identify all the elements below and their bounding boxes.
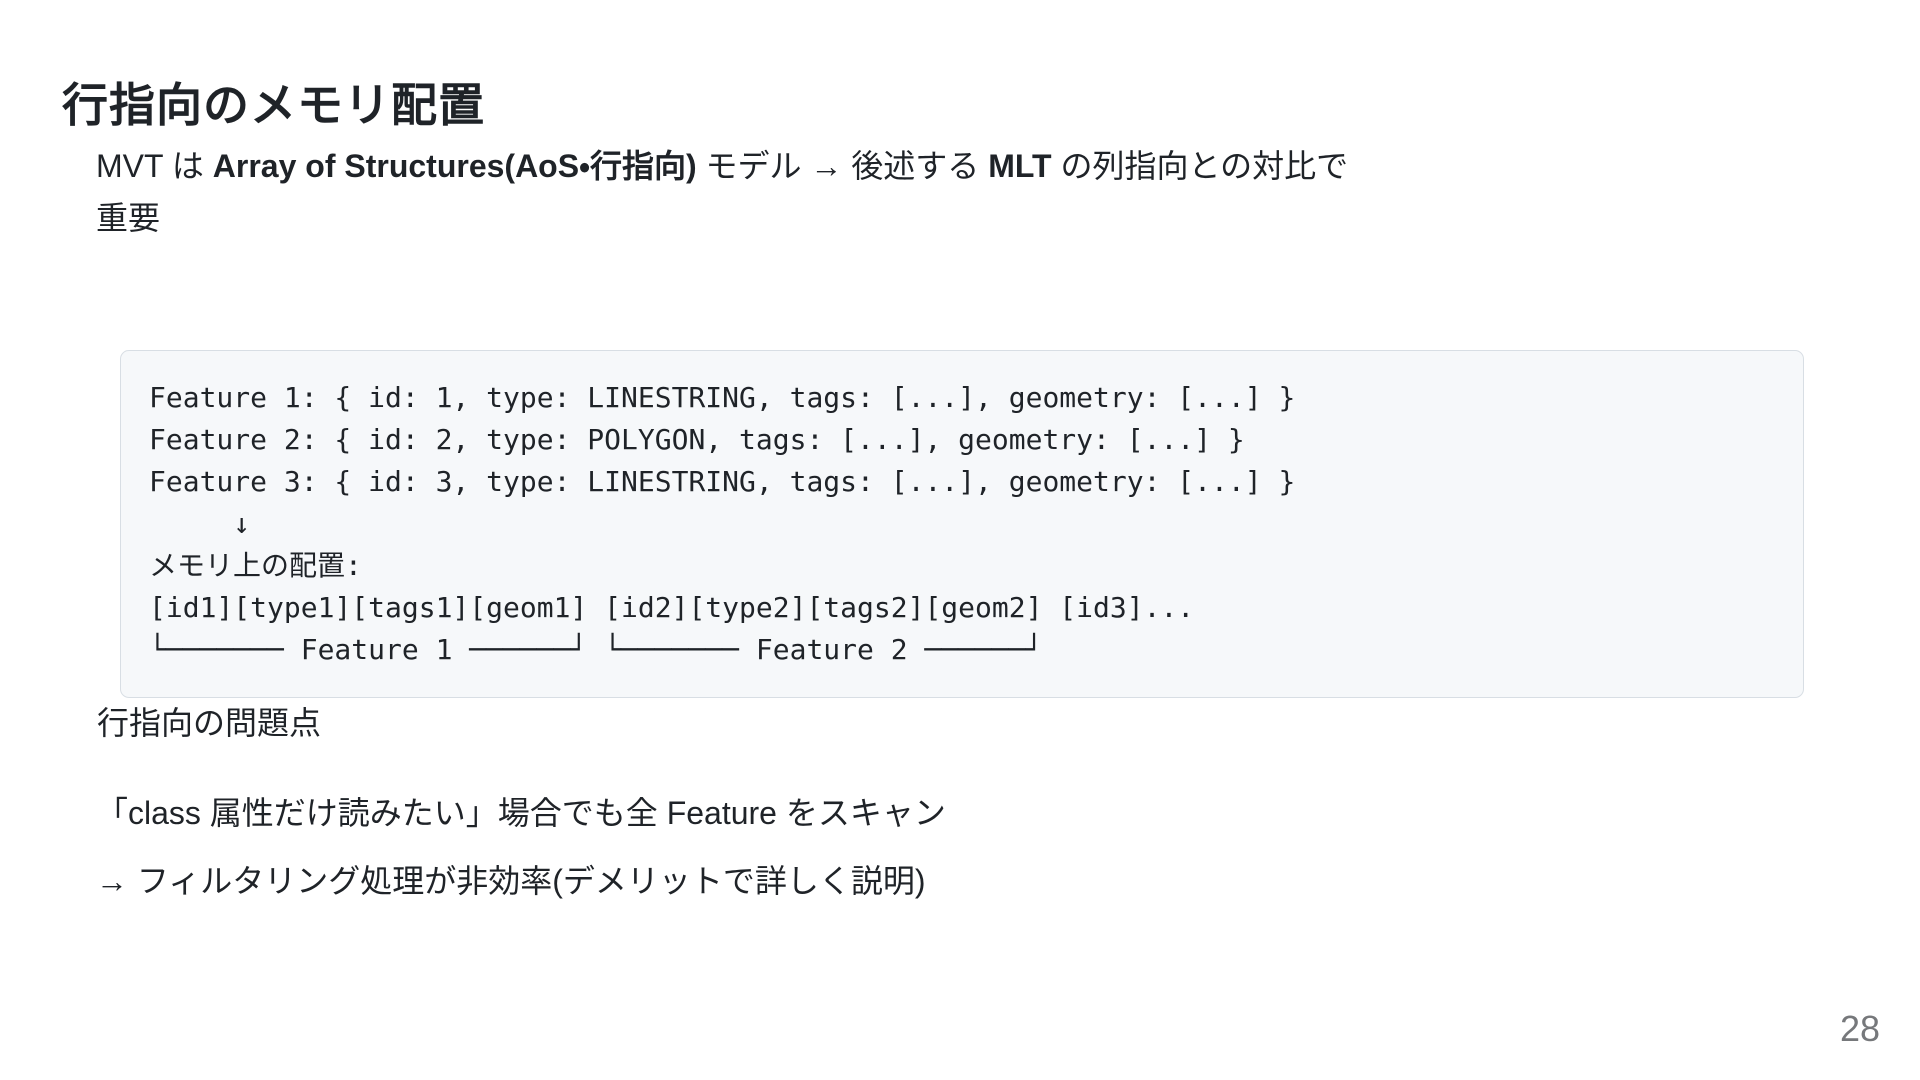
- code-line: メモリ上の配置:: [149, 549, 362, 582]
- intro-seg-bold-mlt: MLT: [988, 148, 1052, 184]
- code-block: Feature 1: { id: 1, type: LINESTRING, ta…: [120, 350, 1804, 698]
- intro-line-1: MVT は Array of Structures(AoS・行指向) モデル →…: [96, 140, 1348, 192]
- page-title: 行指向のメモリ配置: [62, 78, 485, 131]
- intro-seg-bold-aos: Array of Structures(AoS・行指向): [212, 148, 697, 184]
- intro-seg-mid: モデル → 後述する: [696, 148, 989, 184]
- intro-seg-pre: MVT は: [96, 148, 213, 184]
- problem-heading: 行指向の問題点: [97, 705, 322, 741]
- intro-line-2: 重要: [96, 200, 161, 236]
- problem-line-1: 「class 属性だけ読みたい」場合でも全 Feature をスキャン: [96, 795, 946, 831]
- code-line: Feature 1: { id: 1, type: LINESTRING, ta…: [149, 381, 1296, 414]
- code-line: Feature 2: { id: 2, type: POLYGON, tags:…: [149, 423, 1245, 456]
- code-line: └─────── Feature 1 ──────┘ └─────── Feat…: [149, 633, 1043, 666]
- code-line-arrow: ↓: [149, 507, 251, 540]
- intro-paragraph: MVT は Array of Structures(AoS・行指向) モデル →…: [96, 140, 1348, 244]
- page-number: 28: [1839, 1008, 1880, 1049]
- intro-seg-post: の列指向との対比で: [1051, 148, 1349, 184]
- code-line: Feature 3: { id: 3, type: LINESTRING, ta…: [149, 465, 1296, 498]
- code-line: [id1][type1][tags1][geom1] [id2][type2][…: [149, 591, 1195, 624]
- problem-line-2: → フィルタリング処理が非効率(デメリットで詳しく説明): [96, 863, 926, 899]
